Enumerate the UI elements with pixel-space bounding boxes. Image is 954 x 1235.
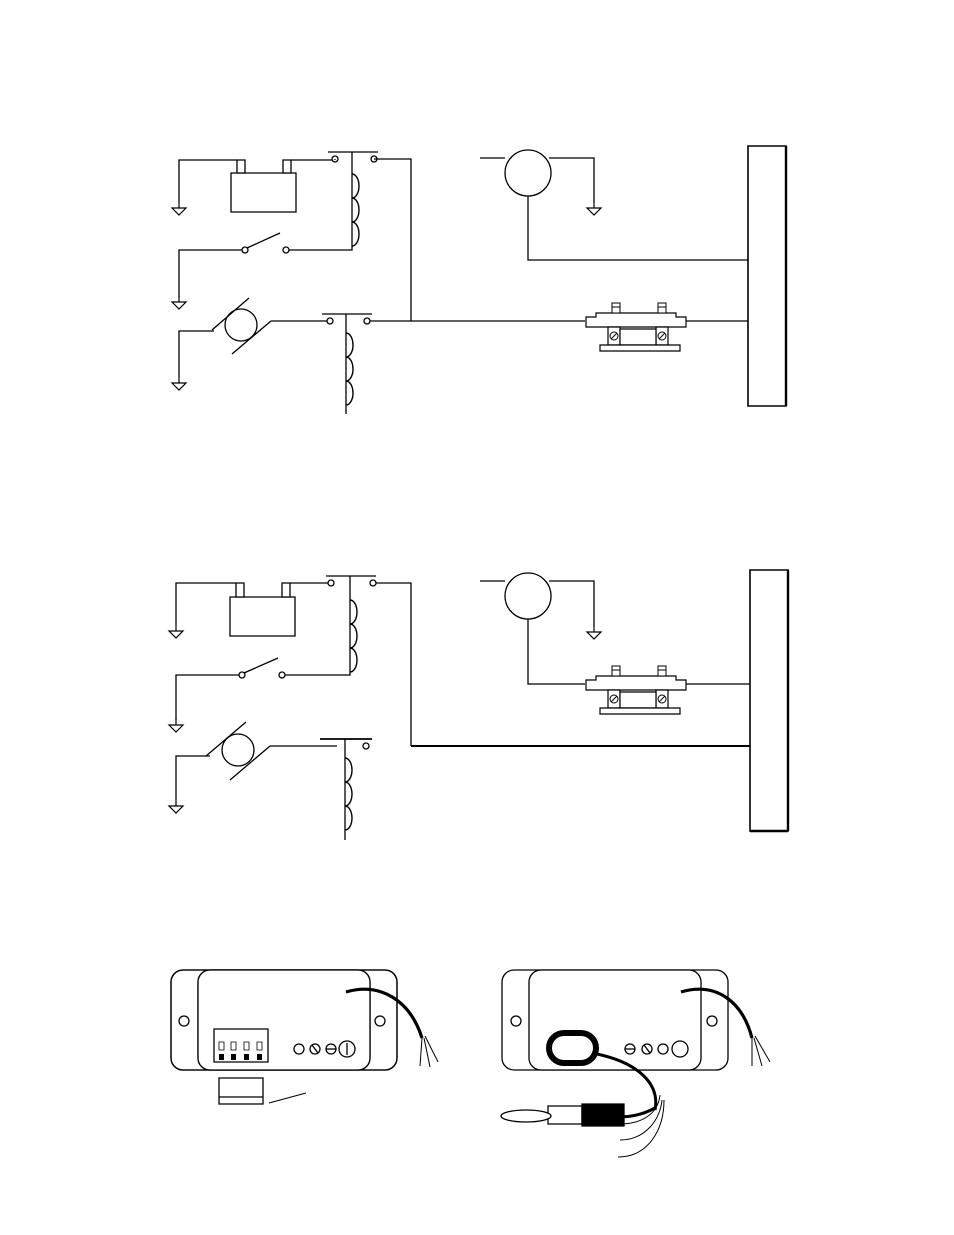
gauge-circle xyxy=(505,573,551,619)
ground-icon xyxy=(172,202,186,215)
battery-box xyxy=(230,597,295,636)
battery-box xyxy=(231,173,296,212)
relay-upper xyxy=(328,152,378,246)
terminal-block xyxy=(586,303,686,351)
ground-icon xyxy=(169,625,183,638)
ground-icon xyxy=(587,202,601,215)
mounting-hole xyxy=(511,1016,521,1026)
ground-icon xyxy=(172,296,186,309)
ground-icon xyxy=(172,377,186,390)
gauge-circle xyxy=(505,150,551,196)
ground-icon xyxy=(587,626,601,639)
probe-plug xyxy=(501,1104,624,1126)
ground-icon xyxy=(169,800,183,813)
switch-lever xyxy=(244,658,278,673)
relay-upper xyxy=(326,576,376,672)
controller-module-with-dip-switch xyxy=(171,970,438,1104)
bus-panel xyxy=(748,146,786,406)
wiring-diagram-2 xyxy=(169,570,788,840)
bus-panel xyxy=(750,570,788,831)
mounting-hole xyxy=(707,1016,717,1026)
switch-lever xyxy=(247,233,280,248)
wiring-diagram-1 xyxy=(172,146,786,414)
relay-lower xyxy=(320,739,372,840)
terminal-block xyxy=(586,666,686,714)
dip-switch[interactable] xyxy=(214,1029,268,1062)
ground-icon xyxy=(169,719,183,732)
mounting-hole xyxy=(375,1016,385,1026)
controller-module-with-sensor-loop xyxy=(501,970,770,1157)
relay-lower xyxy=(322,314,372,414)
dip-switch-cover xyxy=(219,1078,263,1104)
mounting-hole xyxy=(179,1016,189,1026)
